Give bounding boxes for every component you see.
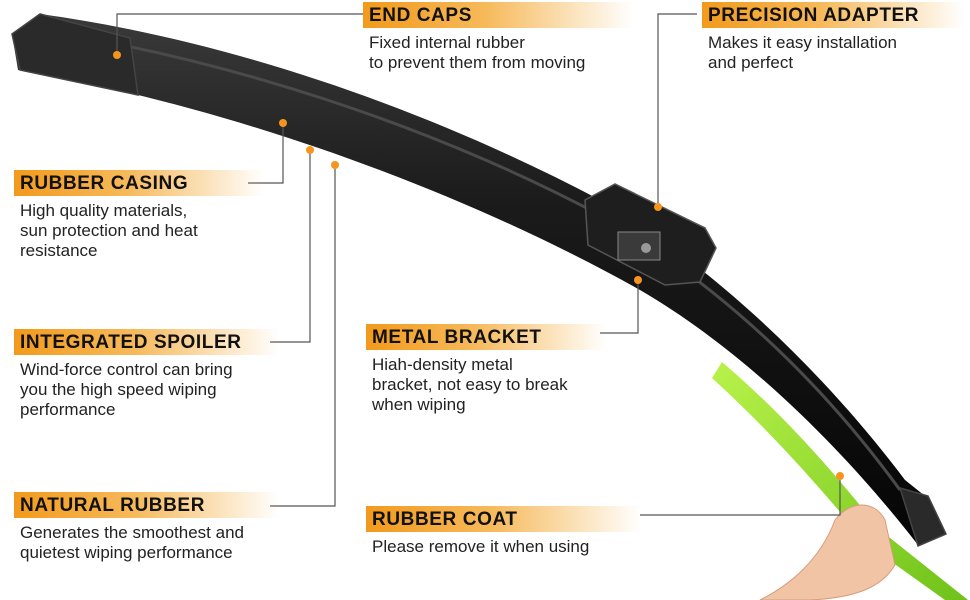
callout-text: High quality materials, sun protection a… — [20, 201, 198, 260]
callout-text: Hiah-density metal bracket, not easy to … — [372, 355, 568, 414]
callout-title: RUBBER COAT — [366, 506, 641, 532]
marker-metal-bracket — [634, 276, 642, 284]
callout-rubber-coat: RUBBER COAT Please remove it when using — [366, 506, 641, 557]
metal-bracket-plate — [617, 231, 661, 261]
leader-precision-adapter — [657, 13, 697, 205]
callout-precision-adapter: PRECISION ADAPTER Makes it easy installa… — [702, 2, 964, 73]
hand — [759, 504, 896, 600]
callout-rubber-casing: RUBBER CASING High quality materials, su… — [14, 170, 264, 261]
leader-end-caps — [116, 13, 365, 55]
callout-metal-bracket: METAL BRACKET Hiah-density metal bracket… — [366, 324, 606, 415]
leader-rubber-coat — [640, 476, 841, 516]
end-cap-right — [898, 486, 948, 548]
callout-natural-rubber: NATURAL RUBBER Generates the smoothest a… — [14, 492, 279, 563]
marker-end-caps — [113, 51, 121, 59]
leader-natural-rubber — [270, 165, 336, 507]
spoiler-ridge — [39, 28, 902, 491]
marker-rubber-coat — [836, 472, 844, 480]
marker-rubber-casing — [279, 119, 287, 127]
callout-text: Generates the smoothest and quietest wip… — [20, 523, 244, 562]
callout-title: PRECISION ADAPTER — [702, 2, 964, 28]
callout-text: Please remove it when using — [372, 537, 590, 556]
callout-text: Makes it easy installation and perfect — [708, 33, 897, 72]
marker-integrated-spoiler — [306, 146, 314, 154]
callout-text: Wind-force control can bring you the hig… — [20, 360, 233, 419]
leader-metal-bracket — [600, 280, 639, 334]
callout-integrated-spoiler: INTEGRATED SPOILER Wind-force control ca… — [14, 329, 279, 420]
marker-precision-adapter — [654, 203, 662, 211]
callout-text: Fixed internal rubber to prevent them fr… — [369, 33, 586, 72]
marker-natural-rubber — [331, 161, 339, 169]
callout-title: RUBBER CASING — [14, 170, 264, 196]
callout-title: NATURAL RUBBER — [14, 492, 279, 518]
leader-integrated-spoiler — [270, 150, 311, 343]
callout-title: METAL BRACKET — [366, 324, 606, 350]
rubber-coat-strip — [712, 362, 968, 600]
end-cap-left — [11, 13, 139, 96]
bracket-rivet — [641, 243, 651, 253]
callout-title: INTEGRATED SPOILER — [14, 329, 279, 355]
callout-end-caps: END CAPS Fixed internal rubber to preven… — [363, 2, 633, 73]
callout-title: END CAPS — [363, 2, 633, 28]
